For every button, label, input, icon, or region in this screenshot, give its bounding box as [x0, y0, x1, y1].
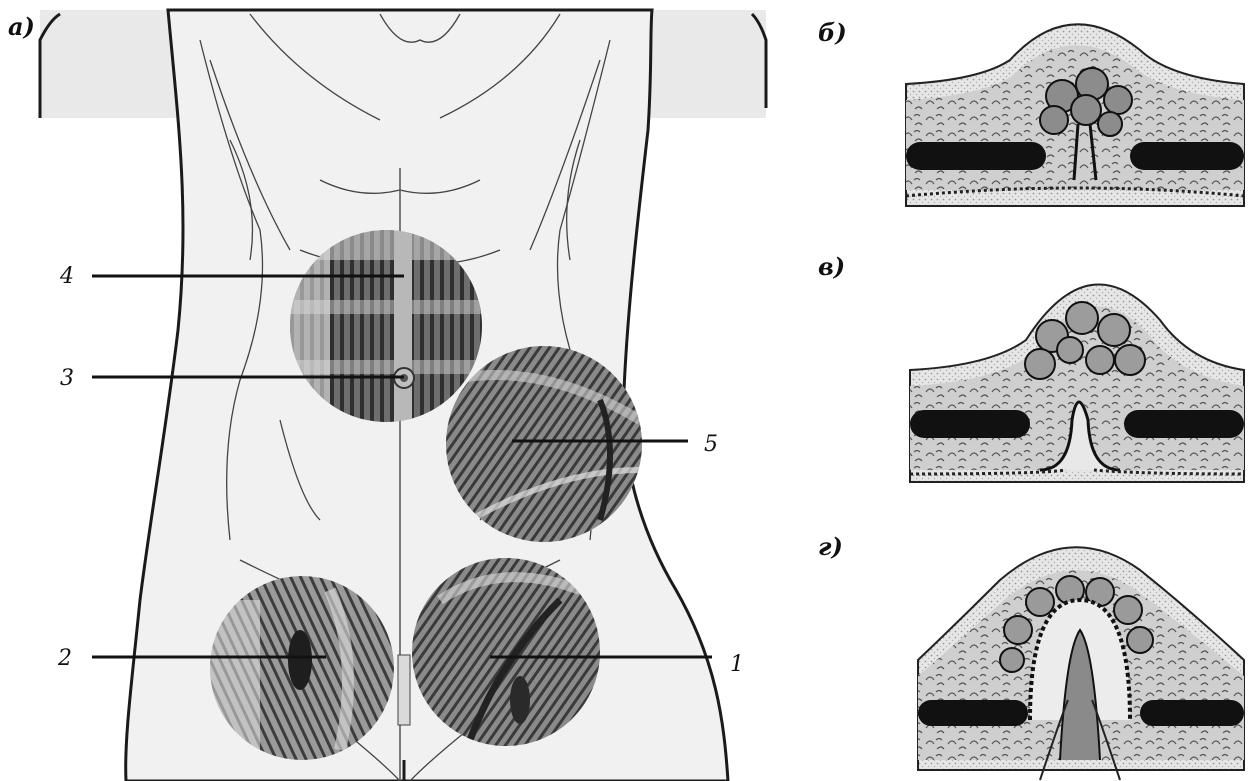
hernia-stage-b	[906, 24, 1244, 206]
hernia-stage-g	[918, 547, 1244, 780]
hernia-site-inguinal-right	[210, 576, 394, 760]
hernia-site-lateral	[446, 346, 642, 542]
hernia-stage-v	[910, 284, 1244, 482]
hernia-site-inguinal-left	[412, 558, 600, 746]
